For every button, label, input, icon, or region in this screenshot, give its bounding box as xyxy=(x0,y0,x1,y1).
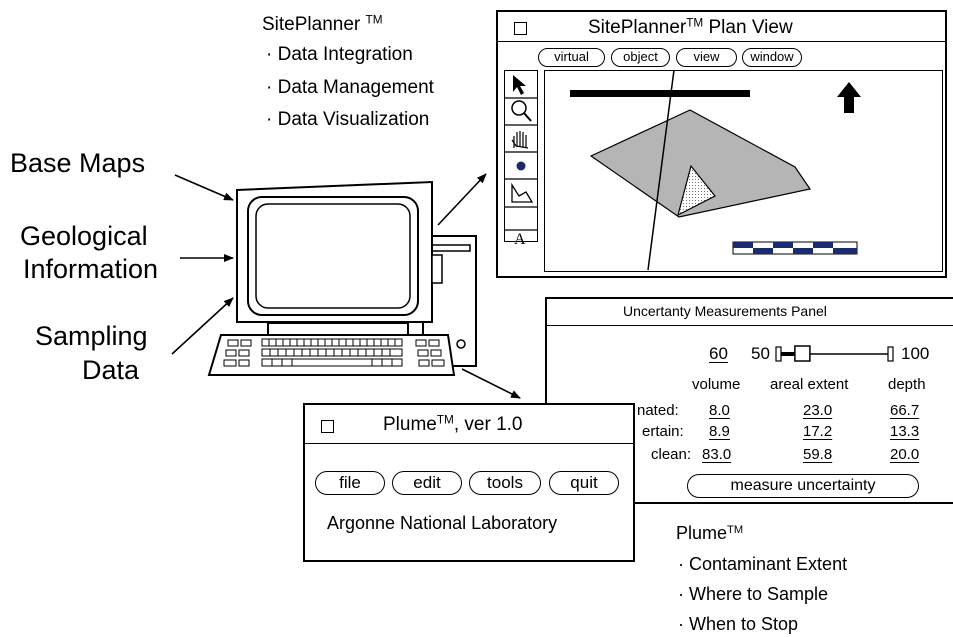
map-drawing xyxy=(570,69,861,271)
window-close-box[interactable] xyxy=(321,420,334,433)
plume-features-title: PlumeTM xyxy=(676,523,743,544)
sampling-label-line1: Sampling xyxy=(35,321,148,351)
row-label: clean: xyxy=(651,446,692,463)
scale-bar xyxy=(732,241,858,255)
siteplanner-feature-item: · Data Visualization xyxy=(266,109,430,130)
edit-button[interactable]: edit xyxy=(392,471,462,495)
title-divider xyxy=(498,41,945,42)
value-cell: 17.2 xyxy=(803,423,833,440)
geological-label-line2: Information xyxy=(23,254,159,284)
measure-uncertainty-button[interactable]: measure uncertainty xyxy=(687,474,919,498)
plan-view-window: SitePlannerTM Plan View virtual object v… xyxy=(496,10,947,278)
map-road-bar xyxy=(570,90,750,97)
base-maps-label: Base Maps xyxy=(10,148,146,178)
to-plume-arrow xyxy=(461,368,521,399)
plan-view-title: SitePlannerTM Plan View xyxy=(588,17,793,39)
siteplanner-feature-item: · Data Management xyxy=(266,77,434,98)
magnifier-icon xyxy=(511,100,532,122)
value-cell: 8.9 xyxy=(709,423,730,440)
sampling-label-line2: Data xyxy=(82,355,140,385)
uncertainty-panel-title: Uncertanty Measurements Panel xyxy=(623,303,827,319)
organization-label: Argonne National Laboratory xyxy=(327,513,558,533)
sampling-arrow xyxy=(171,297,234,355)
plume-window-title-rest: , ver 1.0 xyxy=(453,414,523,435)
plume-features-title-text: Plume xyxy=(676,523,728,543)
plume-shape xyxy=(677,164,716,217)
geological-label-line1: Geological xyxy=(20,221,148,251)
hand-pan-icon xyxy=(511,131,529,149)
slider-max-label: 100 xyxy=(901,344,930,363)
title-divider xyxy=(547,325,953,326)
value-cell: 13.3 xyxy=(890,423,920,440)
value-cell: 83.0 xyxy=(702,446,732,463)
plume-feature-item: · When to Stop xyxy=(678,614,799,634)
plume-feature-item: · Contaminant Extent xyxy=(678,554,848,574)
slider-min-label: 50 xyxy=(751,344,770,363)
value-cell: 8.0 xyxy=(709,402,730,419)
row-label: ertain: xyxy=(642,423,684,440)
menu-window-button[interactable]: window xyxy=(742,48,802,67)
menu-object-button[interactable]: object xyxy=(611,48,670,67)
plume-feature-item: · Where to Sample xyxy=(678,584,829,604)
plume-window-title: PlumeTM, ver 1.0 xyxy=(383,414,523,436)
threshold-slider[interactable] xyxy=(775,343,894,367)
point-tool-icon xyxy=(516,161,526,171)
title-divider xyxy=(305,443,633,444)
siteplanner-features-title-text: SitePlanner xyxy=(262,14,361,35)
trademark-mark: TM xyxy=(436,413,454,427)
trademark-mark: TM xyxy=(727,523,744,536)
plume-window-title-main: Plume xyxy=(383,414,437,435)
plan-view-title-rest: Plan View xyxy=(703,17,793,38)
column-header-depth: depth xyxy=(888,376,926,393)
file-button[interactable]: file xyxy=(315,471,385,495)
trademark-mark: TM xyxy=(365,13,383,27)
map-canvas[interactable] xyxy=(544,70,943,272)
quit-button[interactable]: quit xyxy=(549,471,619,495)
map-fault-line xyxy=(647,69,675,271)
value-cell: 23.0 xyxy=(803,402,833,419)
plan-view-title-main: SitePlanner xyxy=(588,17,687,38)
base-maps-arrow xyxy=(174,174,234,201)
trademark-mark: TM xyxy=(686,16,704,30)
row-label: nated: xyxy=(637,402,679,419)
value-cell: 20.0 xyxy=(890,446,920,463)
polygon-tool-icon xyxy=(511,182,534,203)
value-cell: 59.8 xyxy=(803,446,833,463)
to-plan-view-arrow xyxy=(437,173,487,226)
tools-button[interactable]: tools xyxy=(469,471,541,495)
column-header-areal-extent: areal extent xyxy=(770,376,849,393)
text-tool-icon[interactable]: A xyxy=(514,231,526,248)
siteplanner-feature-item: · Data Integration xyxy=(266,44,413,65)
column-header-volume: volume xyxy=(692,376,741,393)
window-close-box[interactable] xyxy=(514,22,527,35)
menu-view-button[interactable]: view xyxy=(676,48,737,67)
pointer-arrow-icon xyxy=(513,75,526,95)
north-arrow-icon xyxy=(837,82,861,113)
siteplanner-features-title: SitePlanner TM xyxy=(262,14,383,36)
slider-thumb xyxy=(794,345,811,362)
site-polygon-shape xyxy=(589,109,811,218)
plume-window: PlumeTM, ver 1.0 file edit tools quit Ar… xyxy=(303,403,635,562)
value-cell: 66.7 xyxy=(890,402,920,419)
slider-value: 60 xyxy=(709,344,728,363)
tool-palette xyxy=(504,70,538,242)
menu-virtual-button[interactable]: virtual xyxy=(538,48,605,67)
tool-palette-icons xyxy=(504,75,538,231)
